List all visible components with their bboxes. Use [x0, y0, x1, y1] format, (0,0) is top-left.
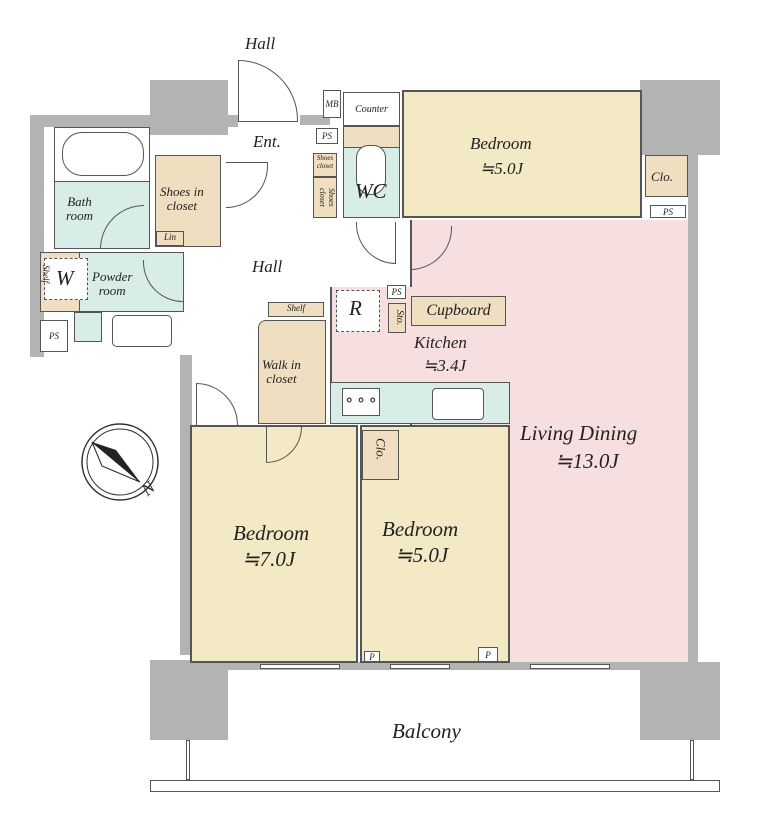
- bedroom-mid-name: Bedroom: [382, 517, 459, 541]
- cupboard-label: Cupboard: [426, 302, 491, 319]
- bedroom-mid-size: ≒5.0J: [395, 543, 449, 567]
- washer-label: W: [56, 266, 74, 290]
- top-wall-right: [300, 115, 330, 125]
- ps-box: PS: [40, 320, 68, 352]
- living-dining-name: Living Dining: [520, 421, 638, 445]
- storage-label: Sto.: [394, 310, 405, 326]
- hall-label: Hall: [252, 257, 283, 276]
- mb-label: MB: [325, 99, 339, 109]
- bedroom-left: [190, 425, 358, 663]
- entrance-label: Ent.: [253, 132, 281, 151]
- refrigerator-label: R: [349, 296, 362, 320]
- entrance-door[interactable]: [238, 60, 298, 122]
- ps-label: PS: [322, 131, 332, 141]
- window[interactable]: [260, 664, 340, 669]
- storage: Sto.: [388, 303, 406, 333]
- ps-label: PS: [663, 206, 673, 217]
- hall-top-label: Hall: [245, 34, 276, 53]
- right-wall: [688, 150, 698, 665]
- refrigerator-space: [336, 290, 380, 332]
- mb-box: MB: [323, 90, 341, 118]
- compass-icon: [78, 420, 162, 504]
- closet-top-label: Clo.: [651, 169, 674, 184]
- ps-label: PS: [49, 331, 59, 341]
- shoes-closet-label: Shoes closet: [316, 154, 334, 170]
- balcony-railing: [150, 780, 720, 792]
- closet-mid: [362, 430, 399, 480]
- kitchen-size: ≒3.4J: [423, 356, 467, 375]
- ps-box: PS: [387, 285, 406, 299]
- bedroom-left-name: Bedroom: [233, 521, 310, 545]
- ps-label: PS: [391, 287, 402, 297]
- wc-label: WC: [355, 179, 387, 203]
- bedroom-top: [402, 90, 642, 218]
- counter-label: Counter: [355, 103, 388, 115]
- sink-icon: [432, 388, 484, 420]
- top-wall: [30, 115, 150, 127]
- balcony-post: [690, 740, 694, 780]
- pillar-bottom-left: [150, 660, 228, 740]
- linen-closet: Lin: [156, 231, 184, 246]
- pipe-box: P: [478, 647, 498, 662]
- top-wall-mid: [228, 115, 238, 127]
- living-dining-size: ≒13.0J: [555, 449, 619, 473]
- vanity-sink: [112, 315, 172, 347]
- entrance-inner-door[interactable]: [226, 162, 268, 208]
- shoes-in-closet-label: Shoes in closet: [160, 184, 204, 214]
- balcony-post: [186, 740, 190, 780]
- powder-room-label: Powder room: [92, 269, 133, 299]
- shoes-closet-label: Shoes closet: [318, 188, 336, 207]
- shelf-label: Shelf: [40, 265, 51, 283]
- pipe-box: P: [364, 651, 380, 662]
- bedroom-top-size: ≒5.0J: [480, 159, 524, 178]
- cupboard: Cupboard: [411, 296, 506, 326]
- left-wall-lower: [180, 355, 192, 655]
- shelf-hall: Shelf: [268, 302, 324, 317]
- walk-in-closet: [258, 320, 326, 424]
- pillar-top-right: [640, 80, 720, 155]
- balcony-label: Balcony: [392, 719, 461, 743]
- pillar-bottom-right: [640, 662, 720, 740]
- closet-top: [645, 155, 688, 197]
- counter: Counter: [343, 92, 400, 126]
- shoes-closet: Shoes closet: [313, 177, 337, 218]
- washer-space: [44, 258, 88, 300]
- pipe-label: P: [369, 651, 375, 662]
- toilet: [356, 145, 386, 195]
- shoes-closet-small: Shoes closet: [313, 153, 337, 177]
- ps-box: PS: [650, 205, 686, 218]
- wc-door[interactable]: [356, 222, 396, 264]
- pillar-top-left: [150, 80, 228, 135]
- closet-mid-label: Clo.: [373, 438, 389, 461]
- kitchen-name: Kitchen: [414, 333, 467, 352]
- ps-box: PS: [316, 128, 338, 144]
- bathtub: [62, 132, 144, 176]
- window[interactable]: [390, 664, 450, 669]
- bedroom-left-door[interactable]: [196, 383, 238, 425]
- window[interactable]: [530, 664, 610, 669]
- bath-room-label: Bath room: [66, 194, 93, 224]
- lin-label: Lin: [163, 232, 176, 242]
- stove-icon: ⚬⚬⚬: [342, 388, 380, 416]
- bedroom-left-size: ≒7.0J: [242, 547, 296, 571]
- pipe-label: P: [485, 649, 491, 660]
- bedroom-top-name: Bedroom: [470, 134, 532, 153]
- shelf-hall-label: Shelf: [287, 303, 305, 313]
- walk-in-closet-label: Walk in closet: [262, 357, 301, 387]
- vanity-side: [74, 312, 102, 342]
